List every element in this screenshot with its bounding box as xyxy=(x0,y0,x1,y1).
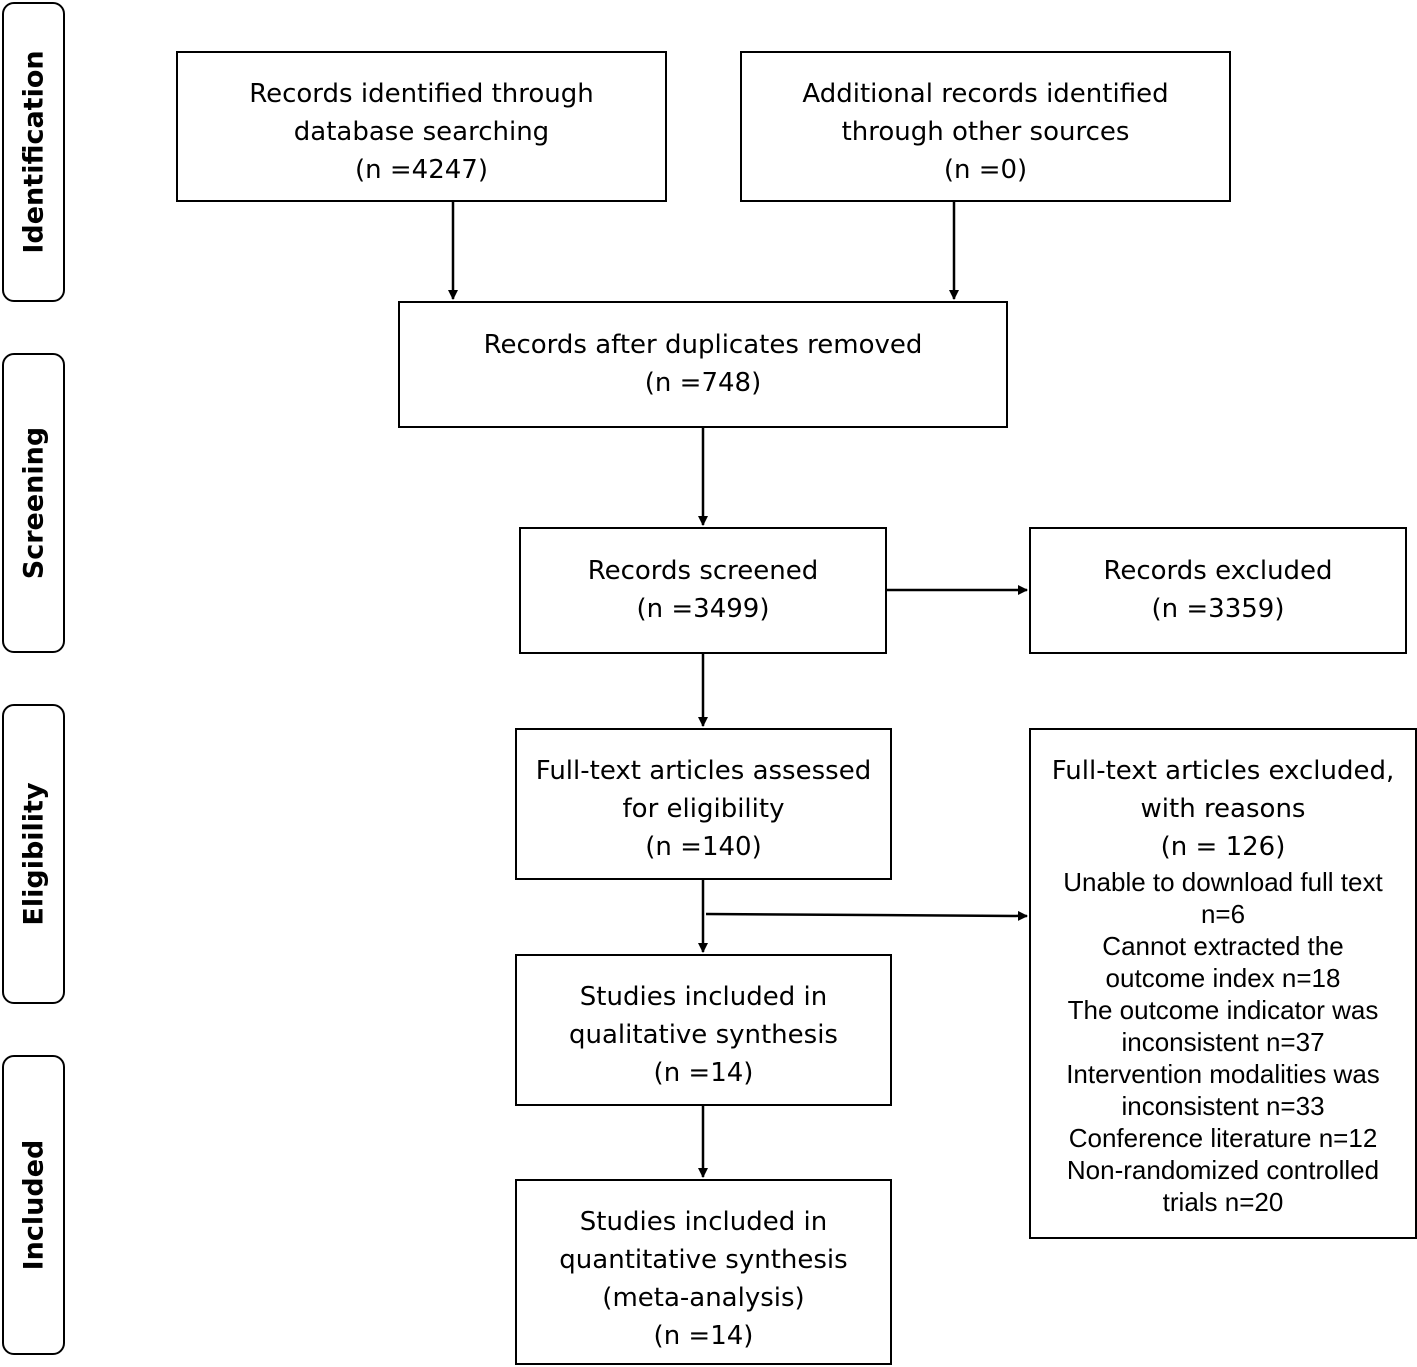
exclusion-reason: Non-randomized controlled xyxy=(1066,1155,1380,1185)
exclusion-reason: Intervention modalities was xyxy=(1066,1059,1380,1089)
box-text-line: Records excluded xyxy=(1103,556,1333,586)
box-fulltext-assessed: Full-text articles assessed for eligibil… xyxy=(515,728,892,880)
box-text-line: Additional records identified xyxy=(802,79,1169,109)
box-text-line: through other sources xyxy=(841,117,1130,147)
exclusion-reason: inconsistent n=33 xyxy=(1121,1091,1325,1121)
box-text-line: Studies included in xyxy=(579,982,828,1012)
exclusion-reason: trials n=20 xyxy=(1162,1187,1284,1217)
box-other-sources: Additional records identified through ot… xyxy=(740,51,1231,202)
phase-included: Included xyxy=(2,1055,65,1355)
box-qualitative-synthesis: Studies included in qualitative synthesi… xyxy=(515,954,892,1106)
box-count: (n =748) xyxy=(644,368,762,398)
box-text-line: Records screened xyxy=(587,556,819,586)
arrow-fulltext-to-excluded xyxy=(705,910,1028,921)
exclusion-reason: inconsistent n=37 xyxy=(1121,1027,1325,1057)
box-database-search: Records identified through database sear… xyxy=(176,51,667,202)
box-count: (n =3359) xyxy=(1151,594,1285,624)
box-text-line: Records after duplicates removed xyxy=(483,330,923,360)
box-quantitative-synthesis: Studies included in quantitative synthes… xyxy=(515,1179,892,1365)
box-text-line: database searching xyxy=(293,117,550,147)
box-text-line: with reasons xyxy=(1140,794,1306,824)
box-text-line: Studies included in xyxy=(579,1207,828,1237)
box-records-screened: Records screened (n =3499) xyxy=(519,527,887,654)
box-count: (n =14) xyxy=(653,1321,754,1351)
box-text-line: qualitative synthesis xyxy=(569,1020,838,1050)
phase-screening: Screening xyxy=(2,353,65,653)
box-duplicates-removed: Records after duplicates removed (n =748… xyxy=(398,301,1008,428)
exclusion-reason: n=6 xyxy=(1200,899,1246,929)
box-text-line: Full-text articles excluded, xyxy=(1051,756,1395,786)
phase-identification: Identification xyxy=(2,2,65,302)
exclusion-reason: The outcome indicator was xyxy=(1067,995,1379,1025)
box-text-line: for eligibility xyxy=(622,794,785,824)
exclusion-reason: Cannot extracted the xyxy=(1102,931,1344,961)
box-count: (n =0) xyxy=(943,155,1028,185)
box-count: (n =140) xyxy=(645,832,762,862)
box-text-line: (meta-analysis) xyxy=(602,1283,805,1313)
exclusion-reason: Conference literature n=12 xyxy=(1068,1123,1378,1153)
box-text-line: Records identified through xyxy=(249,79,594,109)
box-count: (n =14) xyxy=(653,1058,754,1088)
box-count: (n =4247) xyxy=(355,155,488,185)
phase-eligibility: Eligibility xyxy=(2,704,65,1004)
exclusion-reason: outcome index n=18 xyxy=(1105,963,1341,993)
box-text-line: Full-text articles assessed xyxy=(535,756,872,786)
exclusion-reason: Unable to download full text xyxy=(1063,867,1383,897)
box-text-line: quantitative synthesis xyxy=(559,1245,848,1275)
box-count: (n = 126) xyxy=(1160,832,1286,862)
box-count: (n =3499) xyxy=(636,594,770,624)
box-records-excluded: Records excluded (n =3359) xyxy=(1029,527,1407,654)
box-fulltext-excluded: Full-text articles excluded, with reason… xyxy=(1029,728,1417,1239)
